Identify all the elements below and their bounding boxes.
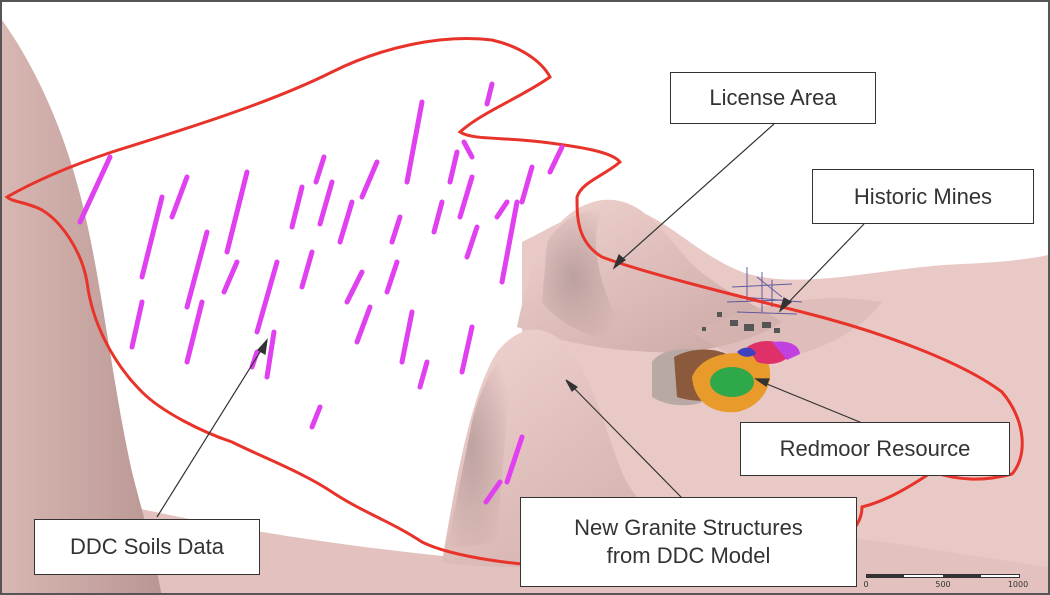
license-area-text: License Area [709,85,837,110]
scale-bar-segment-1 [866,574,904,578]
scale-tick-500: 500 [935,580,951,589]
redmoor-resource-text: Redmoor Resource [779,436,971,461]
soils-data-points [77,81,565,505]
terrain-left-cliff [2,20,162,593]
scale-bar-segment-2 [943,574,981,578]
callout-leader-lines [156,123,873,518]
historic-mines-text: Historic Mines [853,183,993,209]
new-granite-line-1: New Granite Structures [574,515,803,540]
license-area-label: License Area [670,72,876,124]
ddc-soils-data-label: DDC Soils Data [34,519,260,575]
scale-tick-0: 0 [863,580,869,589]
scale-bar: 0 500 1000 [862,568,1029,590]
new-granite-structures-label: New Granite Structures from DDC Model [520,497,857,587]
redmoor-resource-body [652,340,800,413]
license-area-outline [4,37,1024,569]
scale-tick-1000: 1000 [1007,580,1029,589]
historic-mines-label: Historic Mines [812,169,1034,224]
redmoor-resource-label: Redmoor Resource [740,422,1010,476]
new-granite-line-2: from DDC Model [606,543,771,568]
ddc-soils-data-text: DDC Soils Data [69,534,225,559]
